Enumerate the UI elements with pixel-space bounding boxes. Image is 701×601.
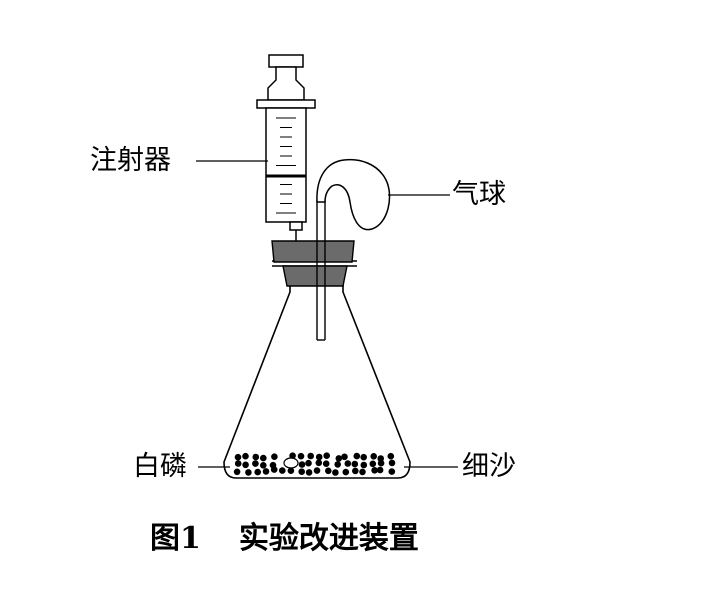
sand-particle [242,452,249,460]
sand-particle [252,460,259,467]
syringe-graduations [276,117,296,214]
label-balloon: 气球 [452,179,506,210]
sand-particle [289,452,296,460]
syringe-nozzle [289,221,303,231]
sand-particle [360,461,368,469]
white-phosphorus-piece [283,457,299,469]
stopper-upper [271,240,355,263]
sand-particle [245,469,252,476]
sand-particle [388,459,396,467]
sand-particle [260,462,267,469]
leader-lines [196,160,458,468]
sand-particle [325,467,332,475]
sand-particle [332,469,339,476]
sand-particle [234,453,242,461]
sand-particle [313,467,321,474]
plunger-rod [267,66,305,101]
sand-particle [369,460,377,468]
sand-particle [387,452,395,460]
sand-particle [271,453,278,461]
sand-particle [233,468,241,476]
figure-number: 图1 [150,521,201,556]
glass-tube [316,200,326,341]
sand-particle [298,461,306,468]
sand-particle [335,455,343,462]
sand-particle [234,460,242,467]
balloon [316,158,391,231]
sand-particle [270,466,278,473]
sand-particle [305,459,312,467]
plunger-head [268,54,304,68]
sand-particle [279,467,286,474]
rubber-stopper [271,240,355,287]
sand-particle [323,452,331,460]
sand-particle [371,467,378,474]
balloon-body [316,158,391,231]
sand-particle [322,460,330,468]
sand-particle [305,469,313,476]
stopper-lower [282,265,348,287]
sand-particle [307,452,315,460]
sand-particle [334,461,342,468]
sand-particle [298,468,306,476]
sand-particle [342,468,350,476]
figure-caption: 图1 实验改进装置 [150,522,419,556]
sand-particle [353,452,361,460]
sand-particle [315,453,323,461]
sand-particle [388,468,396,475]
sand-particle [254,468,261,476]
label-fine-sand: 细沙 [462,451,516,482]
sand-particle [315,459,323,467]
sand-particle [359,468,366,476]
sand-particle [242,461,249,469]
sand-particle [344,460,352,467]
sand-particle [360,453,368,461]
sand-particle [377,459,385,467]
label-white-phosphorus: 白磷 [133,451,187,482]
sand-particle [370,453,378,460]
sand-particle [260,454,267,462]
flask-body [223,284,411,479]
sand-particle [252,453,260,461]
sand-particle [351,460,359,468]
fine-sand [233,452,396,476]
label-syringe: 注射器 [90,145,171,176]
syringe-flange [256,99,316,109]
figure-title: 实验改进装置 [238,521,419,556]
sand-particle [352,467,359,475]
sand-particle [297,452,305,460]
sand-particle [341,453,348,461]
sand-particle [376,466,384,474]
sand-particle [262,468,270,475]
sand-particle [287,467,295,475]
